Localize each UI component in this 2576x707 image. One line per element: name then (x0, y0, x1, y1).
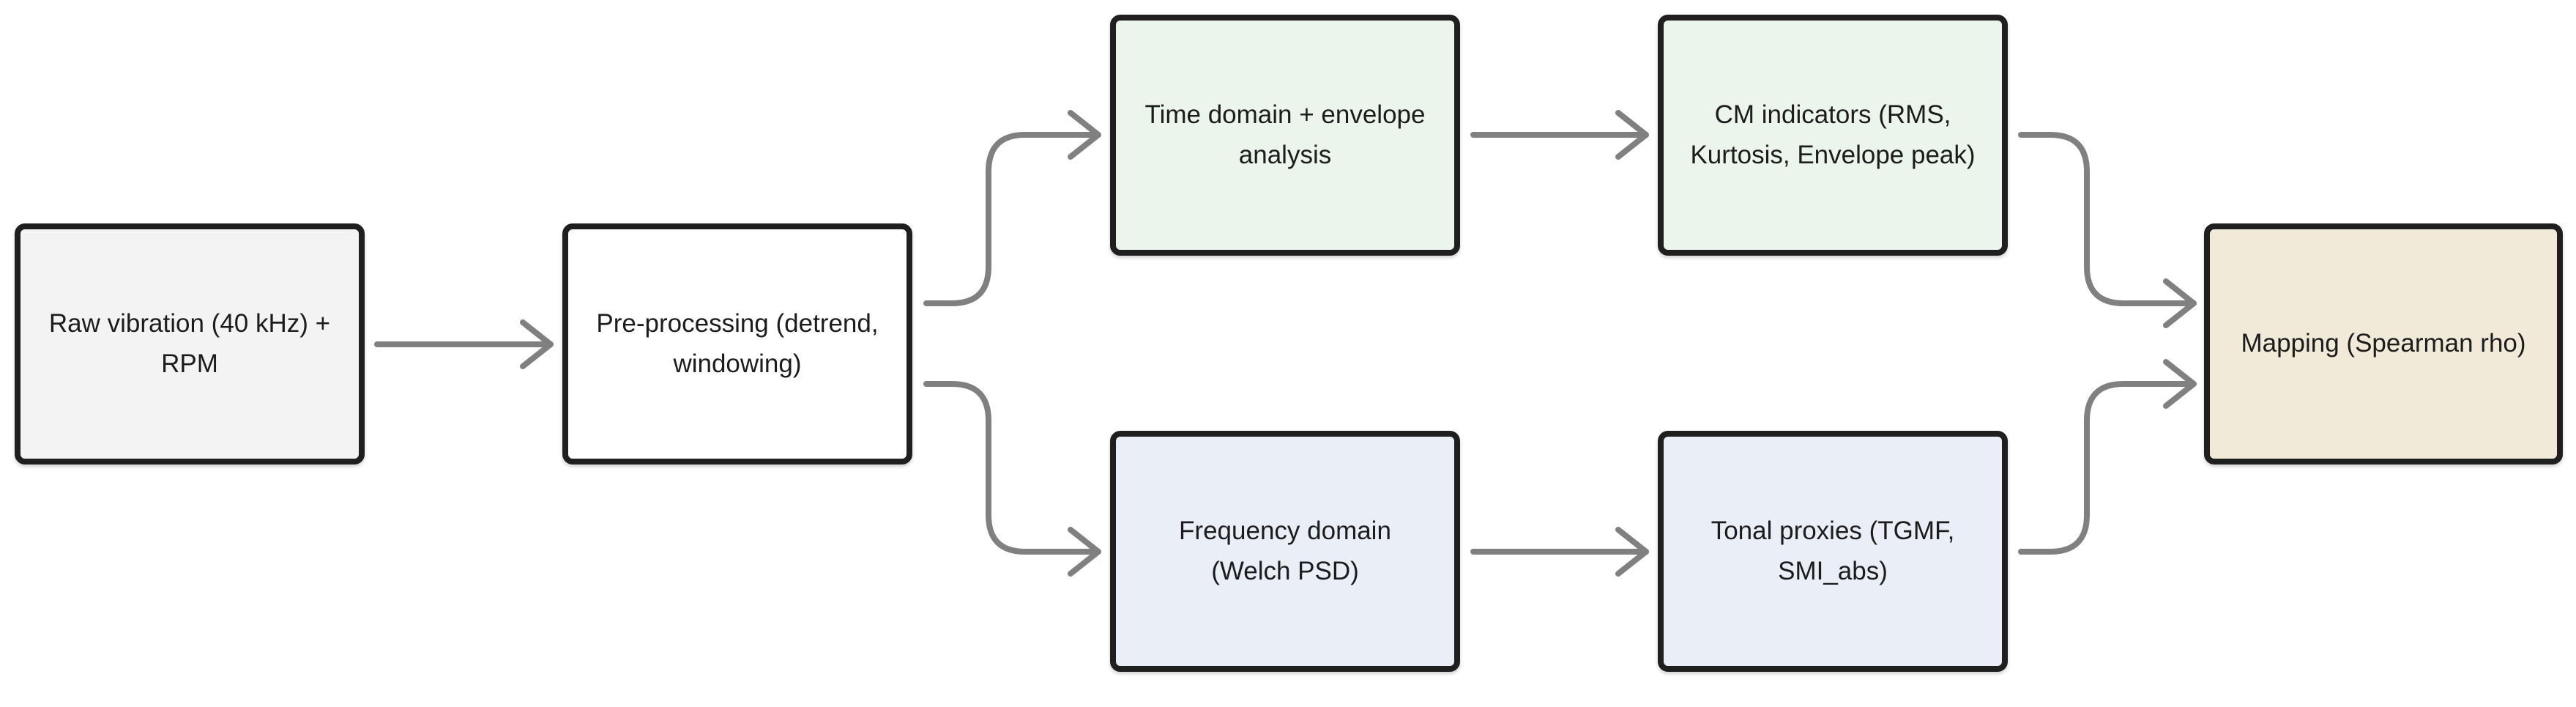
arrowhead-cm-to-map (2163, 278, 2197, 328)
node-time-domain-line-2: analysis (1238, 140, 1332, 169)
node-cm-indicators-label: CM indicators (RMS, Kurtosis, Envelope p… (1690, 95, 1975, 175)
node-frequency-domain: Frequency domain (Welch PSD) (1110, 431, 1460, 672)
node-cm-indicators: CM indicators (RMS, Kurtosis, Envelope p… (1658, 15, 2008, 256)
node-cm-indicators-line-1: CM indicators (RMS, (1714, 100, 1951, 130)
node-frequency-domain-line-1: Frequency domain (1179, 517, 1391, 546)
node-frequency-domain-line-2: (Welch PSD) (1211, 556, 1359, 585)
node-raw-vibration-line-1: Raw vibration (40 kHz) + (48, 309, 331, 338)
node-raw-vibration-line-2: RPM (161, 349, 218, 378)
node-raw-vibration-label: Raw vibration (40 kHz) + RPM (49, 304, 330, 384)
arrowhead-tonal-to-map (2163, 359, 2197, 409)
node-time-domain-label: Time domain + envelope analysis (1145, 95, 1426, 175)
node-pre-processing: Pre-processing (detrend, windowing) (562, 223, 912, 464)
node-time-domain: Time domain + envelope analysis (1110, 15, 1460, 256)
arrowhead-freq-to-tonal (1615, 527, 1649, 577)
node-pre-processing-line-1: Pre-processing (detrend, (596, 309, 879, 338)
edge-cm-to-map (2018, 132, 2197, 306)
node-pre-processing-line-2: windowing) (673, 349, 802, 378)
node-mapping-line-1: Mapping (Spearman rho) (2241, 329, 2526, 358)
arrowhead-raw-to-pre (520, 319, 554, 369)
node-mapping-label: Mapping (Spearman rho) (2241, 324, 2525, 363)
node-frequency-domain-label: Frequency domain (Welch PSD) (1179, 511, 1391, 591)
arrowhead-pre-to-time (1068, 110, 1101, 160)
node-raw-vibration: Raw vibration (40 kHz) + RPM (15, 223, 365, 464)
arrowhead-time-to-cm (1615, 110, 1649, 160)
edge-pre-to-freq (923, 381, 1101, 555)
node-cm-indicators-line-2: Kurtosis, Envelope peak) (1690, 140, 1976, 169)
node-tonal-proxies-line-2: SMI_abs) (1778, 556, 1888, 585)
node-tonal-proxies: Tonal proxies (TGMF, SMI_abs) (1658, 431, 2008, 672)
node-time-domain-line-1: Time domain + envelope (1144, 100, 1426, 130)
edge-tonal-to-map (2018, 381, 2197, 555)
node-mapping: Mapping (Spearman rho) (2204, 223, 2563, 464)
arrowhead-pre-to-freq (1068, 527, 1101, 577)
node-tonal-proxies-label: Tonal proxies (TGMF, SMI_abs) (1711, 511, 1955, 591)
node-pre-processing-label: Pre-processing (detrend, windowing) (596, 304, 878, 384)
node-tonal-proxies-line-1: Tonal proxies (TGMF, (1710, 517, 1955, 546)
edge-pre-to-time (923, 132, 1101, 306)
